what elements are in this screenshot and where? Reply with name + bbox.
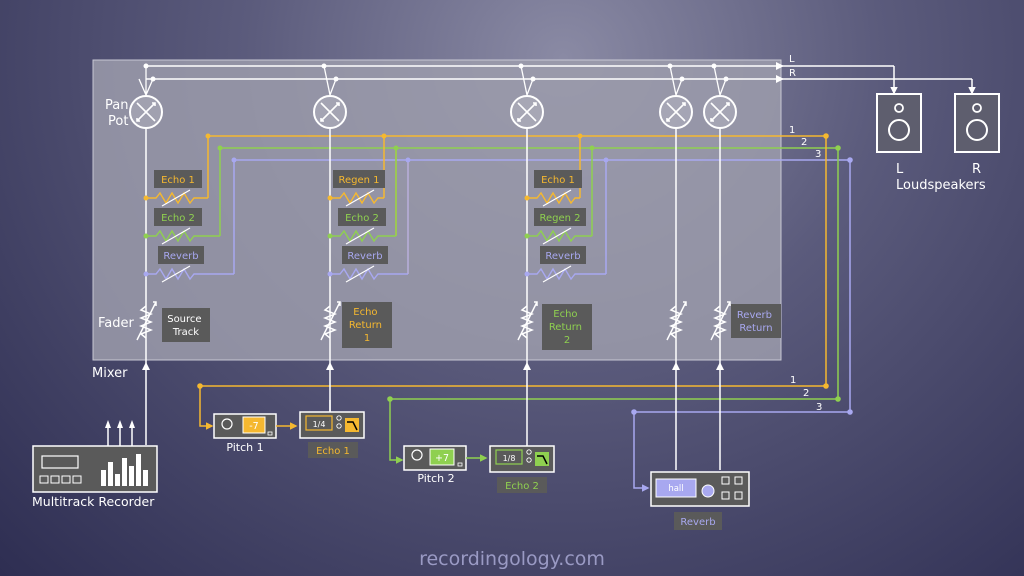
channel-input-arrows [142, 362, 724, 370]
send-label-source-reverb: Reverb [158, 246, 204, 264]
send-label-er2-echo1: Echo 1 [534, 170, 582, 188]
svg-text:Echo 1: Echo 1 [161, 175, 195, 186]
fader-label: Fader [98, 316, 135, 331]
pan-pot-knob[interactable] [659, 95, 693, 129]
svg-text:Echo Return 1: Echo Return 1 [349, 307, 385, 344]
svg-text:Echo 2: Echo 2 [505, 481, 539, 492]
svg-text:Echo 2: Echo 2 [345, 213, 379, 224]
svg-text:Reverb Return: Reverb Return [737, 310, 775, 334]
reverb-device[interactable]: hall [650, 471, 750, 507]
svg-text:Echo Return 2: Echo Return 2 [549, 309, 585, 346]
svg-text:Reverb: Reverb [545, 251, 580, 262]
pitch2-device[interactable]: +7 [403, 445, 467, 471]
svg-text:Reverb: Reverb [680, 517, 715, 528]
channel-label-echo-return-1: Echo Return 1 [342, 302, 392, 348]
channel-label-reverb-return: Reverb Return [731, 304, 781, 338]
pitch1-device[interactable]: -7 [213, 413, 277, 439]
pitch2-value: +7 [435, 453, 449, 464]
bus-junctions [143, 63, 729, 82]
speaker-right-label: R [972, 162, 981, 177]
send-label-source-echo2: Echo 2 [154, 208, 202, 226]
svg-text:Echo 2: Echo 2 [161, 213, 195, 224]
bus-left-label: L [789, 54, 795, 65]
bus-right-label: R [789, 68, 796, 79]
send-label-er1-echo2: Echo 2 [338, 208, 386, 226]
pitch2-label: Pitch 2 [417, 472, 454, 485]
svg-text:Reverb: Reverb [163, 251, 198, 262]
fader-reverb-return-a[interactable] [666, 301, 687, 341]
fader-source[interactable] [136, 301, 157, 341]
footer-credit: recordingology.com [419, 548, 605, 570]
bus-arrows [776, 62, 784, 83]
echo1-value: 1/4 [313, 420, 326, 429]
speaker-left-label: L [896, 162, 904, 177]
send-label-er1-reverb: Reverb [342, 246, 388, 264]
svg-text:Regen 1: Regen 1 [338, 175, 379, 186]
pan-pot-knob[interactable] [510, 95, 544, 129]
echo1-device[interactable]: 1/4 [299, 411, 365, 439]
reverb-value: hall [668, 484, 683, 494]
aux-3-return-label: 3 [816, 402, 822, 413]
pan-pots [129, 95, 737, 129]
aux-corner-dots [197, 133, 853, 415]
echo2-device[interactable]: 1/8 [489, 445, 555, 473]
fader-echo-return-1[interactable] [320, 301, 341, 341]
aux-bus-junctions [205, 133, 609, 163]
svg-text:Regen 2: Regen 2 [539, 213, 580, 224]
send-label-source-echo1: Echo 1 [154, 170, 202, 188]
echo1-label: Echo 1 [308, 442, 358, 458]
pan-pot-knob[interactable] [703, 95, 737, 129]
pitch1-label: Pitch 1 [226, 441, 263, 454]
pan-pot-label: Pan Pot [105, 98, 133, 129]
multitrack-recorder-icon [32, 420, 158, 493]
pan-pot-knob[interactable] [129, 95, 163, 129]
svg-text:Echo 1: Echo 1 [316, 446, 350, 457]
reverb-label: Reverb [674, 512, 722, 530]
send-label-er2-reverb: Reverb [540, 246, 586, 264]
send-pots [146, 189, 606, 283]
echo2-value: 1/8 [503, 454, 516, 463]
channel-label-source: Source Track [162, 308, 210, 342]
speaker-right-icon [954, 93, 1000, 153]
aux-2-label: 2 [801, 137, 807, 148]
send-labels: Echo 1 Echo 2 Reverb Regen 1 Echo 2 Reve… [154, 170, 586, 264]
faders [136, 301, 731, 341]
multitrack-recorder-label: Multitrack Recorder [32, 494, 155, 509]
channel-label-echo-return-2: Echo Return 2 [542, 304, 592, 350]
speaker-left-icon [876, 93, 922, 153]
pitch1-value: -7 [249, 421, 258, 432]
svg-text:Source Track: Source Track [167, 314, 205, 338]
aux-2-return-label: 2 [803, 388, 809, 399]
aux-1-return-label: 1 [790, 375, 796, 386]
pan-bus-connections [138, 65, 727, 96]
echo2-label: Echo 2 [497, 477, 547, 493]
send-label-er2-regen2: Regen 2 [534, 208, 586, 226]
fader-echo-return-2[interactable] [517, 301, 538, 341]
svg-text:Echo 1: Echo 1 [541, 175, 575, 186]
loudspeakers-label: Loudspeakers [896, 178, 986, 193]
svg-text:Reverb: Reverb [347, 251, 382, 262]
aux-1-label: 1 [789, 125, 795, 136]
send-label-er1-regen1: Regen 1 [333, 170, 385, 188]
pan-pot-knob[interactable] [313, 95, 347, 129]
aux-3-label: 3 [815, 149, 821, 160]
mixer-label: Mixer [92, 366, 128, 381]
fader-reverb-return-b[interactable] [710, 301, 731, 341]
